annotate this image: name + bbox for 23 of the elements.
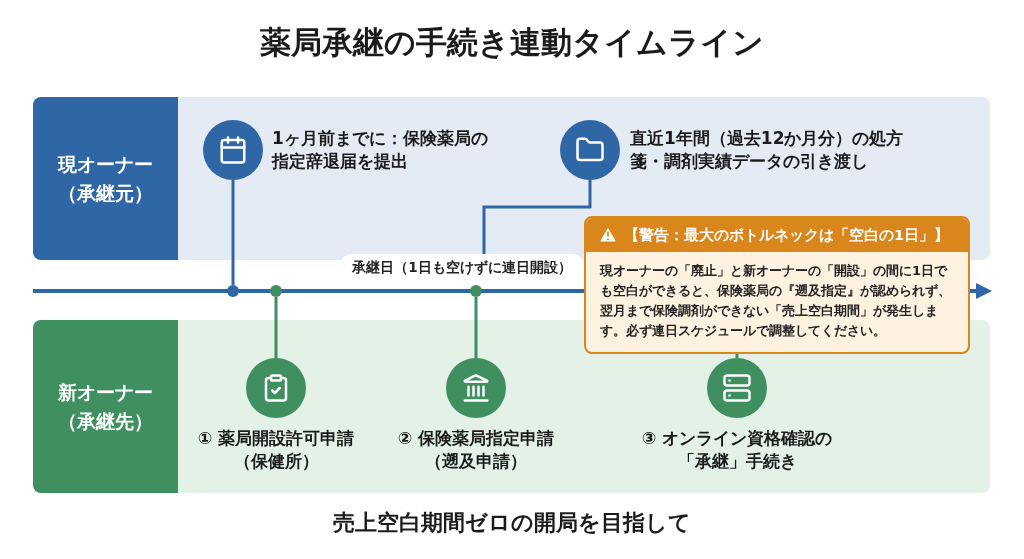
date-label: 承継日（1日も空けずに連日開設） [352,259,572,277]
milestone-text: ① 薬局開設許可申請（保健所） [196,427,356,473]
milestone-text: 直近1年間（過去12か月分）の処方箋・調剤実績データの引き渡し [630,127,905,173]
timeline-dot [470,285,482,297]
lane-label: 現オーナー（承継元） [56,152,154,206]
caption: 売上空白期間ゼロの開局を目指して [332,509,692,537]
connector-line [735,354,739,358]
warning-text: 現オーナーの「廃止」と新オーナーの「開設」の間に1日でも空白ができると、保険薬局の『遡及指定』が認められず、翌月まで保険調剤ができない「売上空白期間」が発生します。必ず連日スケジュールで調整してください。 [598,262,952,341]
lane-label-box [33,97,178,260]
warning-box [584,216,970,354]
milestone-text: 1ヶ月前までに：保険薬局の指定辞退届を提出 [272,127,489,173]
milestone-text: ③ オンライン資格確認の「承継」手続き [640,427,834,473]
warning-title: 【警告：最大のボトルネックは「空白の1日」】 [624,225,950,245]
lane-label-box [33,320,178,493]
connector-line [274,297,278,358]
title: 薬局承継の手続き連動タイムライン [259,23,765,62]
connector-line [482,180,592,254]
connector-line [231,180,235,285]
timeline-dot [270,285,282,297]
milestone-text: ② 保険薬局指定申請（遡及申請） [396,427,556,473]
connector-line [474,297,478,358]
timeline-dot [227,285,239,297]
lane-label: 新オーナー（承継先） [57,380,154,434]
